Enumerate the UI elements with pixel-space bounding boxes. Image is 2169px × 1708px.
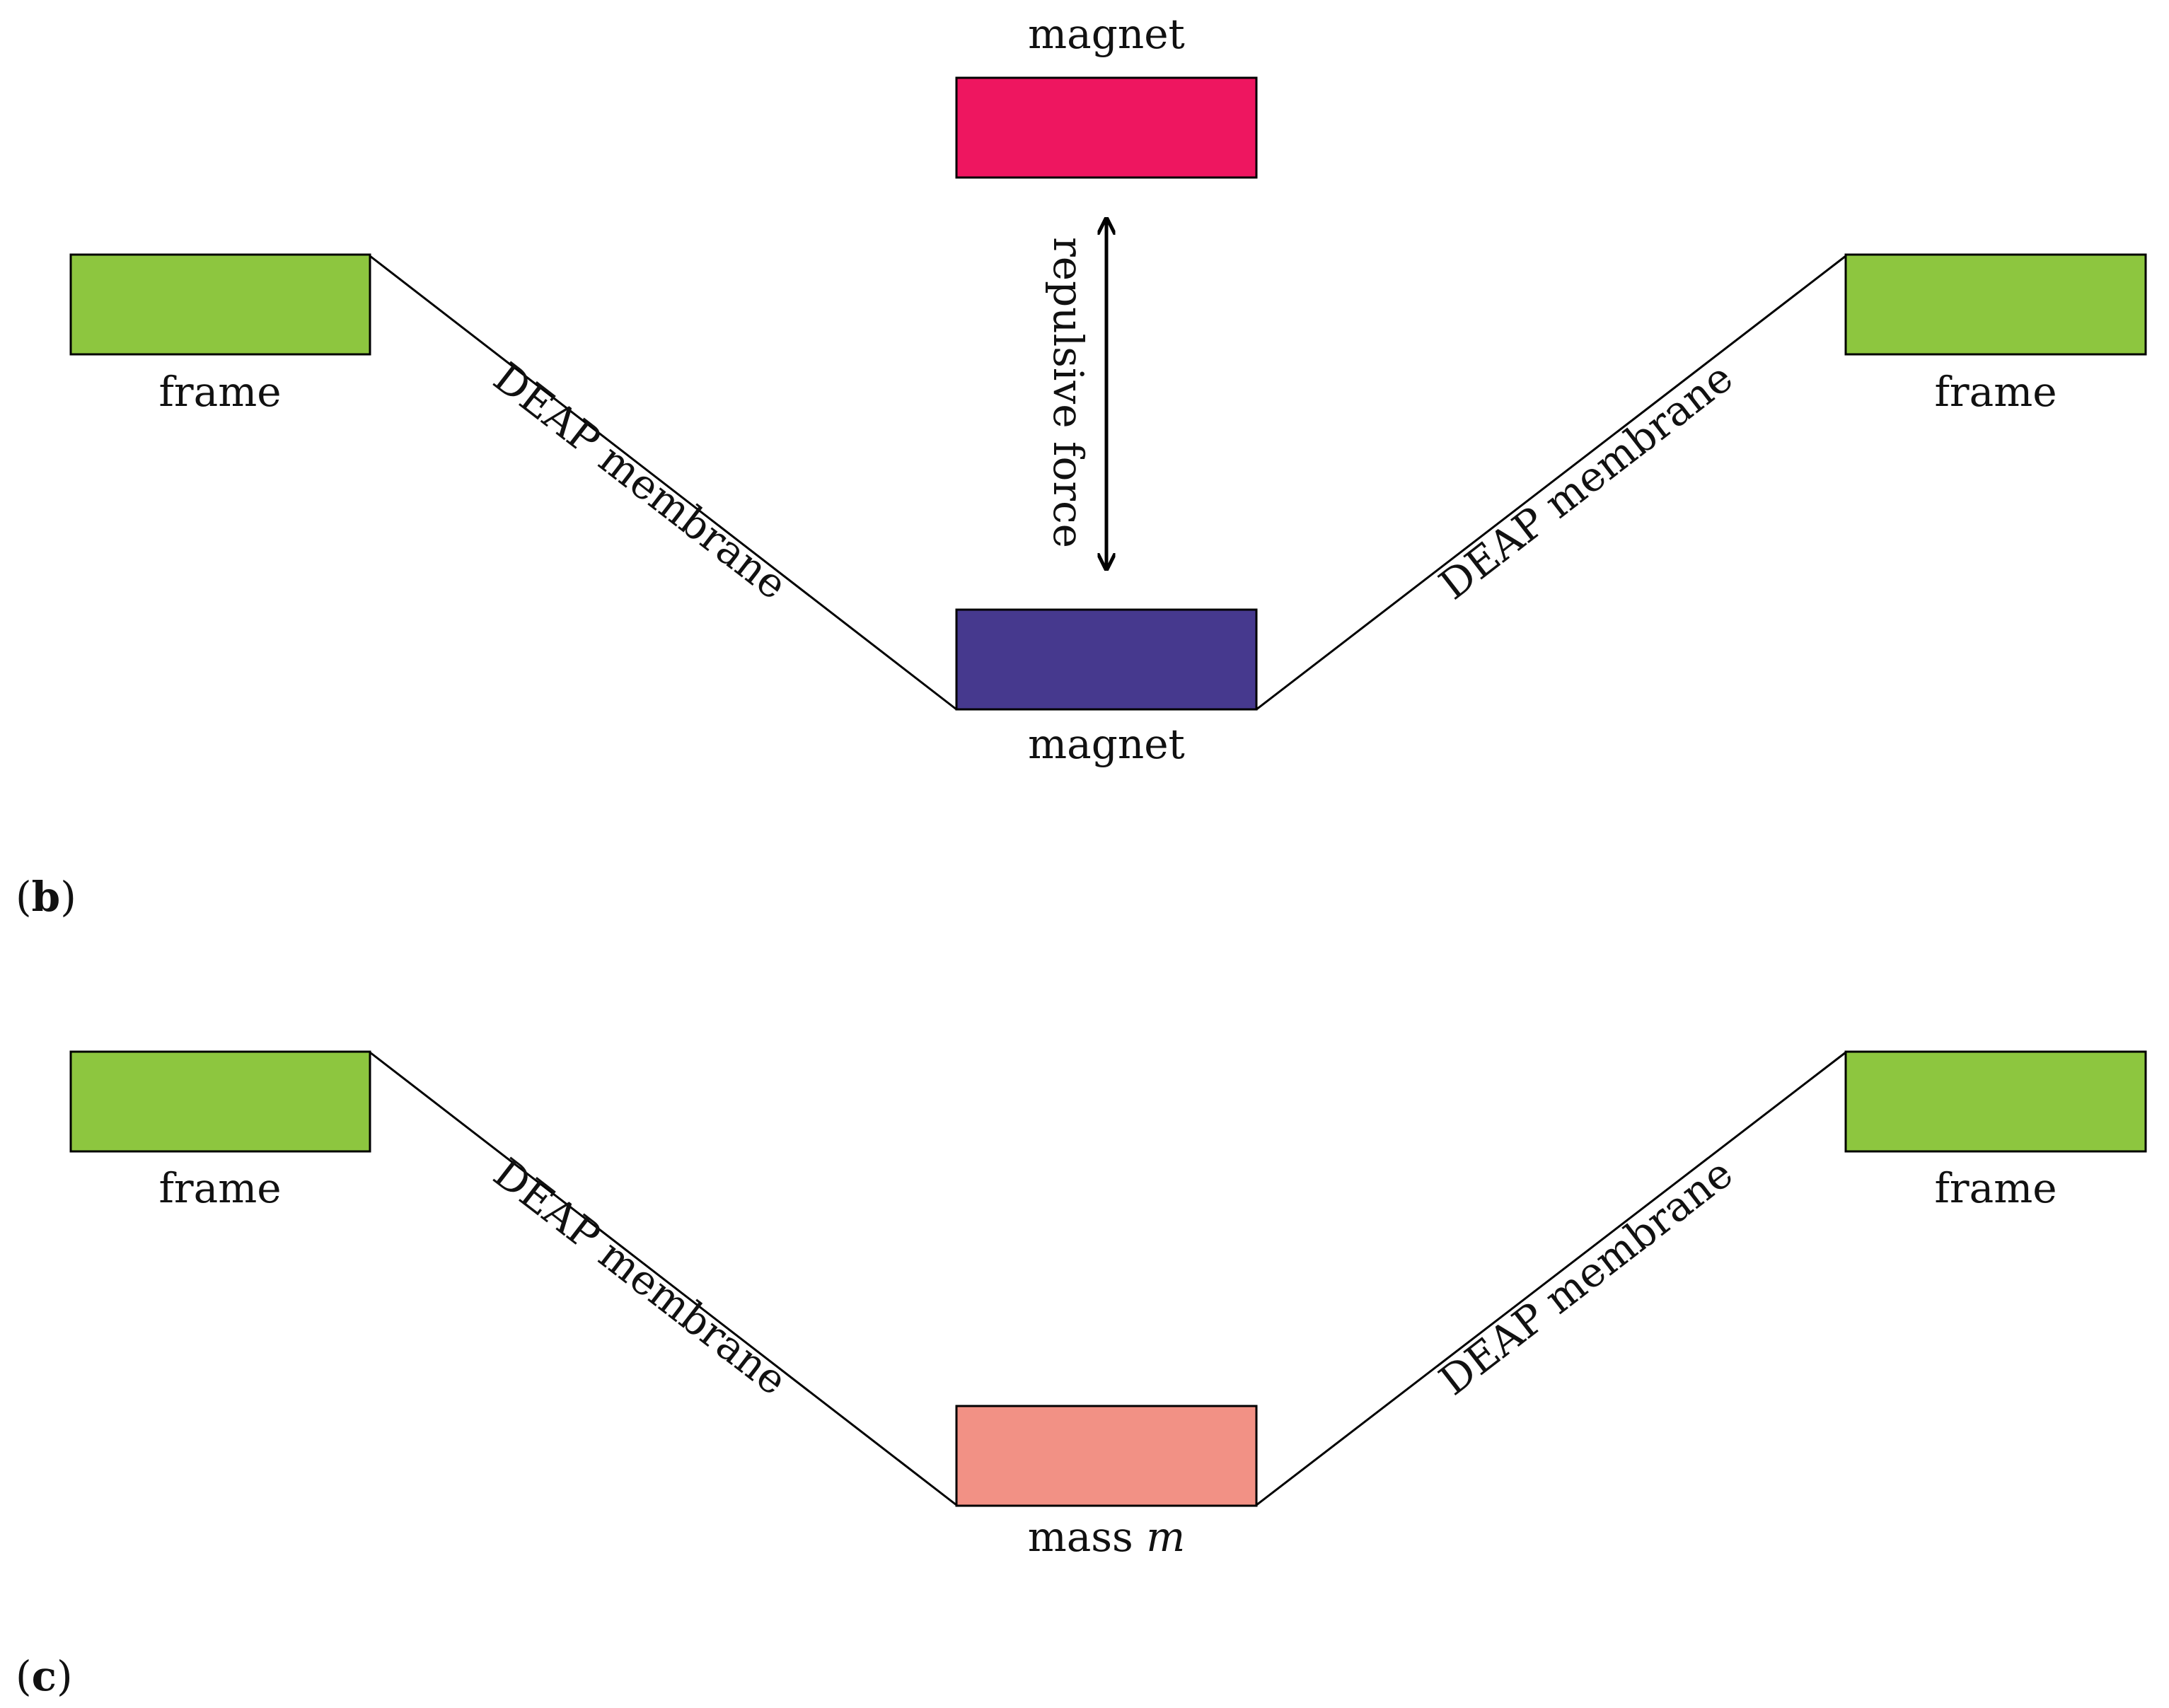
frame-left xyxy=(69,253,371,356)
mass-block xyxy=(955,1405,1258,1507)
frame-right xyxy=(1844,253,2147,356)
membrane-left xyxy=(369,1051,957,1506)
membrane-left xyxy=(369,255,957,711)
panel-b-tag: (b) xyxy=(16,873,76,921)
membrane-right xyxy=(1256,1051,1846,1506)
panel-b: magnet frame frame DEAP membrane DEAP me… xyxy=(16,10,2147,921)
membrane-left-label: DEAP membrane xyxy=(485,353,796,609)
panel-c: frame frame DEAP membrane DEAP membrane … xyxy=(16,1050,2147,1700)
magnet-top xyxy=(955,76,1258,179)
force-label: repulsive force xyxy=(1044,237,1092,548)
magnet-bottom-label: magnet xyxy=(1028,720,1185,768)
magnet-top-label: magnet xyxy=(1028,10,1185,58)
magnet-bottom xyxy=(955,608,1258,711)
membrane-right-label: DEAP membrane xyxy=(1430,1149,1742,1405)
frame-right-label: frame xyxy=(1934,1164,2057,1212)
membrane-right-label: DEAP membrane xyxy=(1430,353,1742,609)
frame-right-label: frame xyxy=(1934,368,2057,416)
frame-left-label: frame xyxy=(158,368,281,416)
panel-c-tag: (c) xyxy=(16,1652,73,1700)
frame-left xyxy=(69,1050,371,1153)
membrane-right xyxy=(1256,255,1846,711)
frame-right xyxy=(1844,1050,2147,1153)
frame-left-label: frame xyxy=(158,1164,281,1212)
membrane-left-label: DEAP membrane xyxy=(485,1149,796,1405)
mass-label: mass m xyxy=(1028,1513,1186,1561)
